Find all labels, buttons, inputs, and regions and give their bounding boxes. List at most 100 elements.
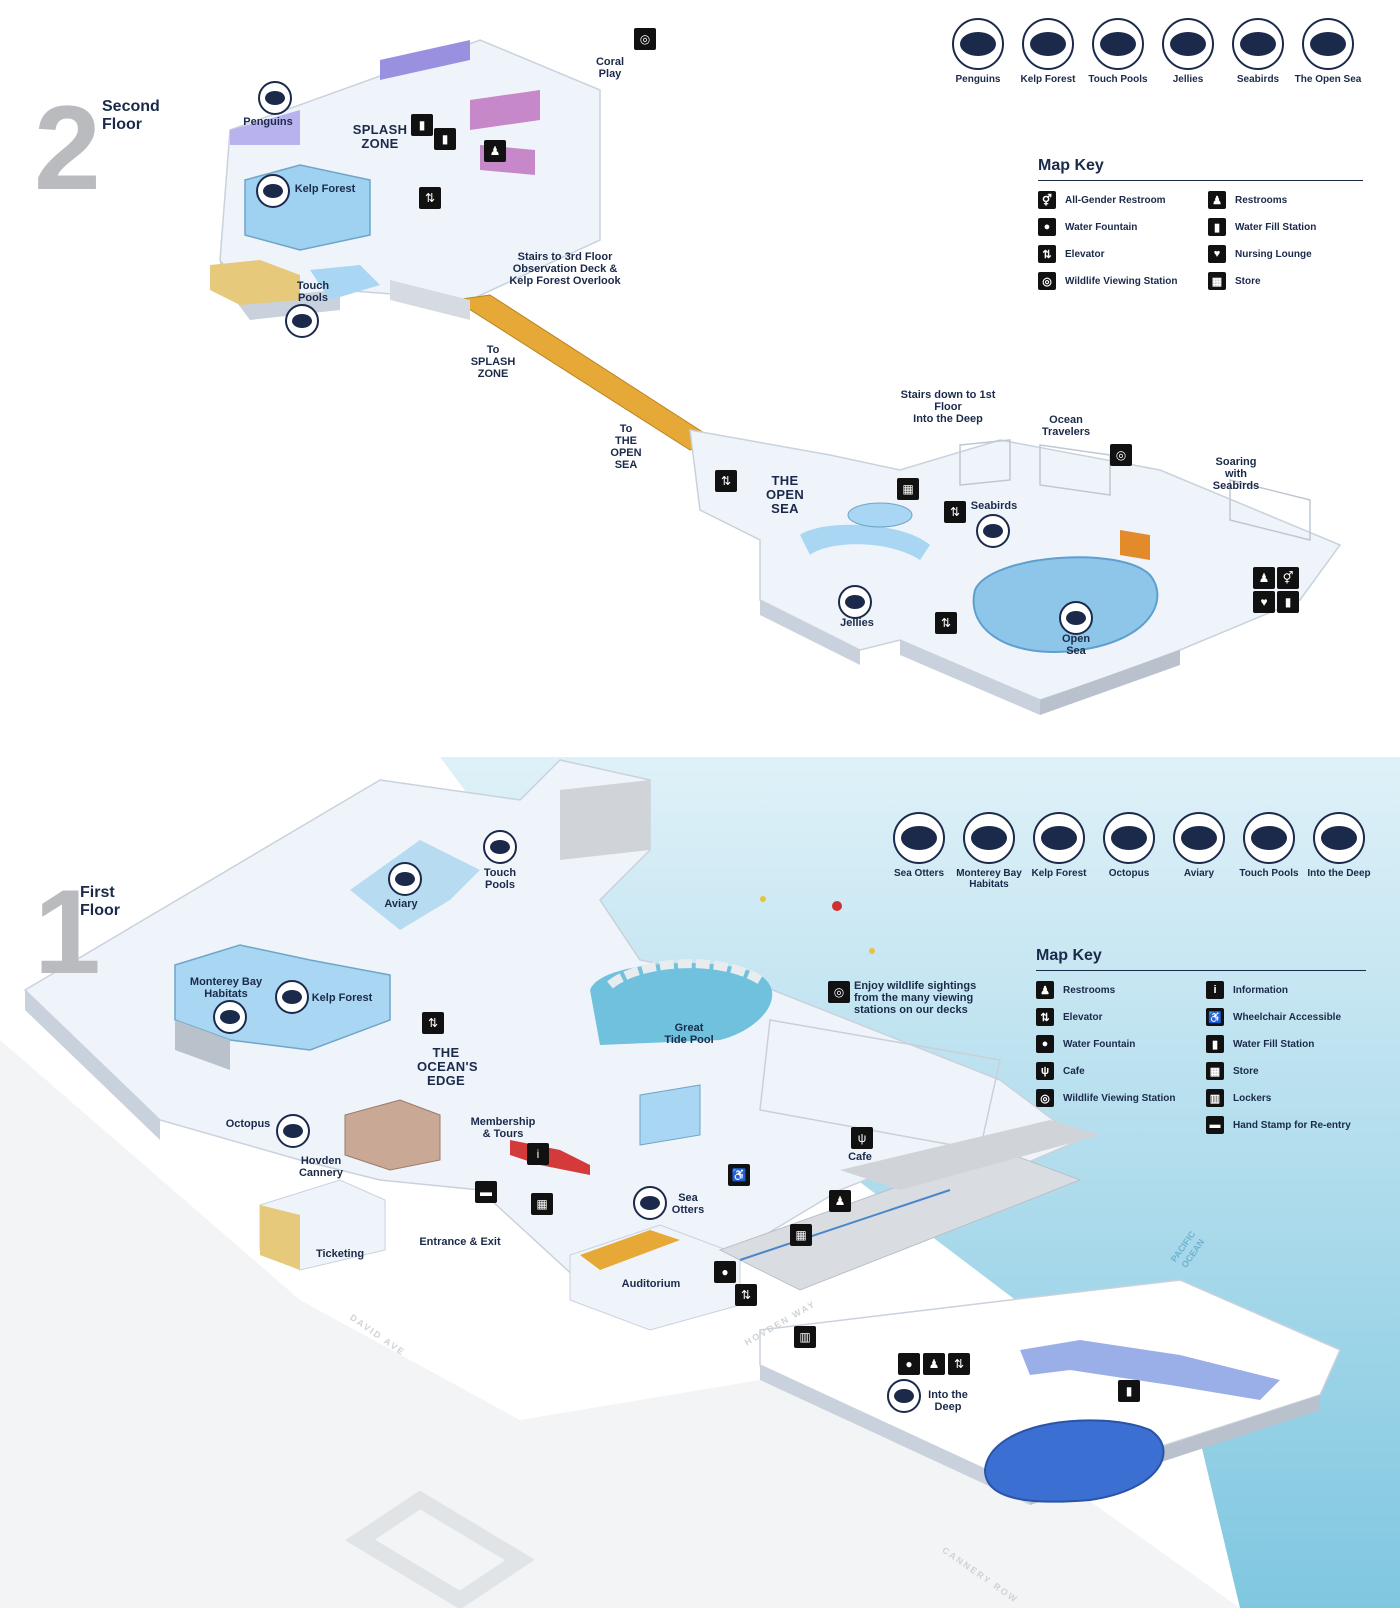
first-floor-number: 1 bbox=[34, 865, 101, 999]
exhibit-legend-item[interactable]: The Open Sea bbox=[1293, 18, 1363, 85]
penguin-icon[interactable] bbox=[258, 81, 292, 115]
exhibit-legend-item[interactable]: Aviary bbox=[1164, 812, 1234, 890]
map-key-label: Hand Stamp for Re-entry bbox=[1233, 1119, 1351, 1131]
exhibit-legend-item[interactable]: Touch Pools bbox=[1234, 812, 1304, 890]
penguins-label: Penguins bbox=[243, 116, 293, 128]
exhibit-legend-item[interactable]: Touch Pools bbox=[1083, 18, 1153, 85]
map-key-item: ♥ Nursing Lounge bbox=[1208, 245, 1378, 263]
exhibit-legend-item[interactable]: Octopus bbox=[1094, 812, 1164, 890]
coral-play-label: Coral Play bbox=[595, 56, 625, 80]
spider-crab-icon[interactable] bbox=[887, 1379, 921, 1413]
all-gender-restroom-icon: ⚥ bbox=[1038, 191, 1056, 209]
water-fill-station-icon[interactable]: ▮ bbox=[1277, 591, 1299, 613]
store-icon[interactable]: ▦ bbox=[790, 1224, 812, 1246]
lockers-icon[interactable]: ▥ bbox=[794, 1326, 816, 1348]
wheelchair-icon[interactable]: ♿ bbox=[728, 1164, 750, 1186]
binoculars-icon[interactable]: ◎ bbox=[1110, 444, 1132, 466]
elevator-icon[interactable]: ⇅ bbox=[422, 1012, 444, 1034]
exhibit-legend-item[interactable]: Kelp Forest bbox=[1024, 812, 1094, 890]
penguin-icon bbox=[952, 18, 1004, 70]
map-key-item bbox=[1036, 1116, 1206, 1134]
splash-zone-label: SPLASH ZONE bbox=[352, 122, 408, 151]
fish-icon[interactable] bbox=[275, 980, 309, 1014]
all-gender-restroom-icon[interactable]: ⚥ bbox=[1277, 567, 1299, 589]
entrance-exit-label: Entrance & Exit bbox=[419, 1236, 501, 1248]
octopus-label: Octopus bbox=[225, 1118, 271, 1130]
water-fill-station-icon[interactable]: ▮ bbox=[434, 128, 456, 150]
nursing-lounge-icon: ♥ bbox=[1208, 245, 1226, 263]
exhibit-legend-label: Sea Otters bbox=[893, 868, 945, 879]
elevator-icon[interactable]: ⇅ bbox=[735, 1284, 757, 1306]
cafe-icon[interactable]: ψ bbox=[851, 1127, 873, 1149]
store-icon: ▦ bbox=[1208, 272, 1226, 290]
exhibit-legend-label: The Open Sea bbox=[1294, 74, 1362, 85]
map-key-label: All-Gender Restroom bbox=[1065, 194, 1166, 206]
binoculars-icon[interactable]: ◎ bbox=[828, 981, 850, 1003]
water-fill-station-icon[interactable]: ▮ bbox=[411, 114, 433, 136]
cafe-icon: ψ bbox=[1036, 1062, 1054, 1080]
cafe-label: Cafe bbox=[848, 1151, 872, 1163]
elevator-icon[interactable]: ⇅ bbox=[944, 501, 966, 523]
nursing-lounge-icon[interactable]: ♥ bbox=[1253, 591, 1275, 613]
sea-otter-icon[interactable] bbox=[633, 1186, 667, 1220]
restrooms-icon[interactable]: ♟ bbox=[923, 1353, 945, 1375]
stairs-to-3rd-floor-label: Stairs to 3rd Floor Observation Deck & K… bbox=[509, 251, 621, 287]
store-icon: ▦ bbox=[1206, 1062, 1224, 1080]
store-icon[interactable]: ▦ bbox=[897, 478, 919, 500]
exhibit-legend-label: Into the Deep bbox=[1307, 868, 1371, 879]
buoy-icon bbox=[869, 948, 875, 954]
soaring-with-seabirds-label: Soaring with Seabirds bbox=[1212, 456, 1260, 492]
exhibit-legend-label: Aviary bbox=[1183, 868, 1215, 879]
hand-stamp-icon[interactable]: ▬ bbox=[475, 1181, 497, 1203]
puffin-icon bbox=[1232, 18, 1284, 70]
hermit-crab-icon[interactable] bbox=[483, 830, 517, 864]
exhibit-legend-item[interactable]: Kelp Forest bbox=[1013, 18, 1083, 85]
exhibit-legend-item[interactable]: Monterey Bay Habitats bbox=[954, 812, 1024, 890]
exhibit-legend-item[interactable]: Seabirds bbox=[1223, 18, 1293, 85]
exhibit-legend-item[interactable]: Sea Otters bbox=[884, 812, 954, 890]
map-key-item: ⇅Elevator bbox=[1036, 1008, 1206, 1026]
restrooms-icon[interactable]: ♟ bbox=[1253, 567, 1275, 589]
restrooms-icon[interactable]: ♟ bbox=[829, 1190, 851, 1212]
jellyfish-icon bbox=[1162, 18, 1214, 70]
hovden-cannery-label: Hovden Cannery bbox=[298, 1155, 344, 1179]
map-key-label: Cafe bbox=[1063, 1065, 1085, 1077]
second-floor-number: 2 bbox=[34, 81, 101, 215]
exhibit-legend-item[interactable]: Jellies bbox=[1153, 18, 1223, 85]
to-open-sea-label: To THE OPEN SEA bbox=[610, 423, 642, 471]
exhibit-legend-item[interactable]: Penguins bbox=[943, 18, 1013, 85]
water-fill-station-icon[interactable]: ▮ bbox=[1118, 1380, 1140, 1402]
map-key-label: Nursing Lounge bbox=[1235, 248, 1312, 260]
elevator-icon[interactable]: ⇅ bbox=[419, 187, 441, 209]
map-key-label: Wheelchair Accessible bbox=[1233, 1011, 1342, 1023]
water-fountain-icon[interactable]: ● bbox=[714, 1261, 736, 1283]
water-fountain-icon[interactable]: ● bbox=[898, 1353, 920, 1375]
oceans-edge-label: THE OCEAN'S EDGE bbox=[417, 1045, 478, 1088]
map-key-item: ψ Cafe bbox=[1036, 1062, 1206, 1080]
octopus-icon[interactable] bbox=[276, 1114, 310, 1148]
binoculars-icon[interactable]: ◎ bbox=[634, 28, 656, 50]
exhibit-legend-item[interactable]: Into the Deep bbox=[1304, 812, 1374, 890]
exhibit-legend-label: Touch Pools bbox=[1239, 868, 1299, 879]
elevator-icon[interactable]: ⇅ bbox=[715, 470, 737, 492]
puffin-icon[interactable] bbox=[976, 514, 1010, 548]
elevator-icon[interactable]: ⇅ bbox=[935, 612, 957, 634]
shark-icon[interactable] bbox=[213, 1000, 247, 1034]
membership-tours-label: Membership & Tours bbox=[470, 1116, 536, 1140]
map-key-label: Store bbox=[1233, 1065, 1259, 1077]
hermit-crab-icon[interactable] bbox=[285, 304, 319, 338]
restrooms-icon: ♟ bbox=[1036, 981, 1054, 999]
information-icon[interactable]: i bbox=[527, 1143, 549, 1165]
fish-icon[interactable] bbox=[256, 174, 290, 208]
map-key-title: Map Key bbox=[1036, 947, 1366, 971]
elevator-icon[interactable]: ⇅ bbox=[948, 1353, 970, 1375]
jellyfish-icon[interactable] bbox=[838, 585, 872, 619]
shorebird-icon[interactable] bbox=[388, 862, 422, 896]
store-icon[interactable]: ▦ bbox=[531, 1193, 553, 1215]
hammerhead-icon[interactable] bbox=[1059, 601, 1093, 635]
exhibit-legend-label: Jellies bbox=[1172, 74, 1204, 85]
restrooms-icon[interactable]: ♟ bbox=[484, 140, 506, 162]
